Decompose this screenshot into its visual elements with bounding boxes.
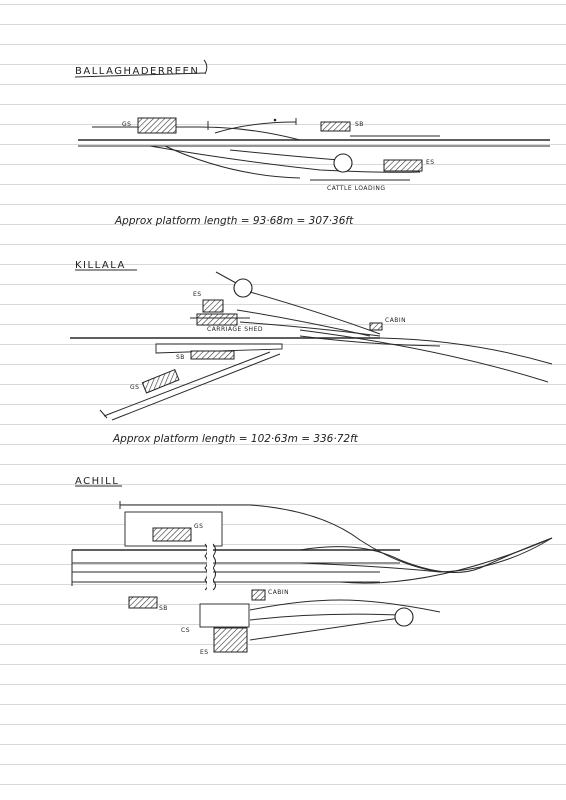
cattle-loading-label: CATTLE LOADING bbox=[327, 185, 385, 192]
turntable bbox=[333, 153, 353, 173]
break-gap bbox=[207, 544, 213, 590]
goods-siding-2 bbox=[111, 353, 281, 421]
carriage-shed-building bbox=[199, 603, 250, 628]
shed-road-3 bbox=[249, 617, 401, 641]
running-line bbox=[299, 329, 549, 383]
signal-box-building bbox=[128, 596, 158, 609]
break-mark bbox=[212, 543, 216, 591]
cabin-building bbox=[369, 322, 383, 331]
signal-box-label: SB bbox=[355, 121, 364, 128]
goods-shed-label: GS bbox=[122, 121, 131, 128]
turntable bbox=[233, 278, 253, 298]
goods-shed-building bbox=[141, 368, 180, 394]
station-building bbox=[190, 350, 235, 360]
carriage-road bbox=[239, 321, 381, 337]
lower-siding bbox=[164, 145, 301, 179]
goods-shed-label: GS bbox=[130, 384, 139, 391]
loop-curve bbox=[299, 537, 553, 573]
platform bbox=[155, 343, 283, 354]
turntable bbox=[394, 607, 414, 627]
main-line-curve bbox=[299, 537, 553, 573]
signal-box-label: SB bbox=[176, 354, 185, 361]
shed-road bbox=[249, 599, 441, 613]
signal-box-label: SB bbox=[159, 605, 168, 612]
siding-curve bbox=[339, 537, 553, 584]
upper-siding bbox=[214, 121, 297, 134]
shed-road-2 bbox=[249, 613, 401, 621]
turntable-lead bbox=[215, 271, 237, 284]
achill-title: ACHILL bbox=[75, 476, 119, 487]
engine-shed-label: ES bbox=[193, 291, 202, 298]
cabin-building bbox=[251, 589, 266, 601]
killala-platform-note: Approx platform length = 102·63m = 336·7… bbox=[112, 433, 359, 445]
engine-shed-building bbox=[213, 627, 248, 653]
goods-shed-label: GS bbox=[194, 523, 203, 530]
carriage-shed-building bbox=[196, 313, 238, 326]
cabin-label: CABIN bbox=[268, 589, 289, 596]
engine-shed-label: ES bbox=[200, 649, 209, 656]
killala-title: KILLALA bbox=[75, 260, 126, 271]
upper-siding-curve bbox=[249, 504, 441, 573]
goods-siding-connection bbox=[199, 126, 301, 141]
achill-diagram: ACHILL GS CABIN SB CS ES bbox=[71, 476, 553, 656]
loop-line bbox=[299, 335, 441, 347]
engine-shed-building bbox=[383, 159, 423, 172]
ballaghaderreen-platform-note: Approx platform length = 93·68m = 307·36… bbox=[114, 215, 354, 227]
goods-shed-building bbox=[137, 117, 177, 134]
cabin-label: CABIN bbox=[385, 317, 406, 324]
ballaghaderreen-diagram: BALLAGHADERREEN GS SB ES CATTLE LOADING … bbox=[74, 59, 550, 227]
carriage-shed-label: CS bbox=[181, 627, 190, 634]
lower-siding-3 bbox=[229, 149, 341, 161]
buffer-stop bbox=[99, 409, 108, 419]
engine-shed-label: ES bbox=[426, 159, 435, 166]
title-underline bbox=[74, 72, 206, 78]
main-line-curve bbox=[379, 337, 553, 365]
turntable-lead-2 bbox=[249, 291, 381, 335]
title-flourish bbox=[203, 59, 208, 75]
goods-shed-building bbox=[152, 527, 192, 542]
lower-siding-2 bbox=[149, 145, 421, 173]
carriage-shed-label: CARRIAGE SHED bbox=[207, 326, 263, 333]
killala-diagram: KILLALA ES CARRIAGE SHED CABIN SB GS App… bbox=[70, 260, 553, 445]
signal-post bbox=[273, 118, 277, 122]
ballaghaderreen-title: BALLAGHADERREEN bbox=[75, 66, 199, 77]
engine-shed-building bbox=[202, 299, 224, 313]
signal-box-building bbox=[320, 121, 351, 132]
goods-siding bbox=[103, 351, 271, 417]
